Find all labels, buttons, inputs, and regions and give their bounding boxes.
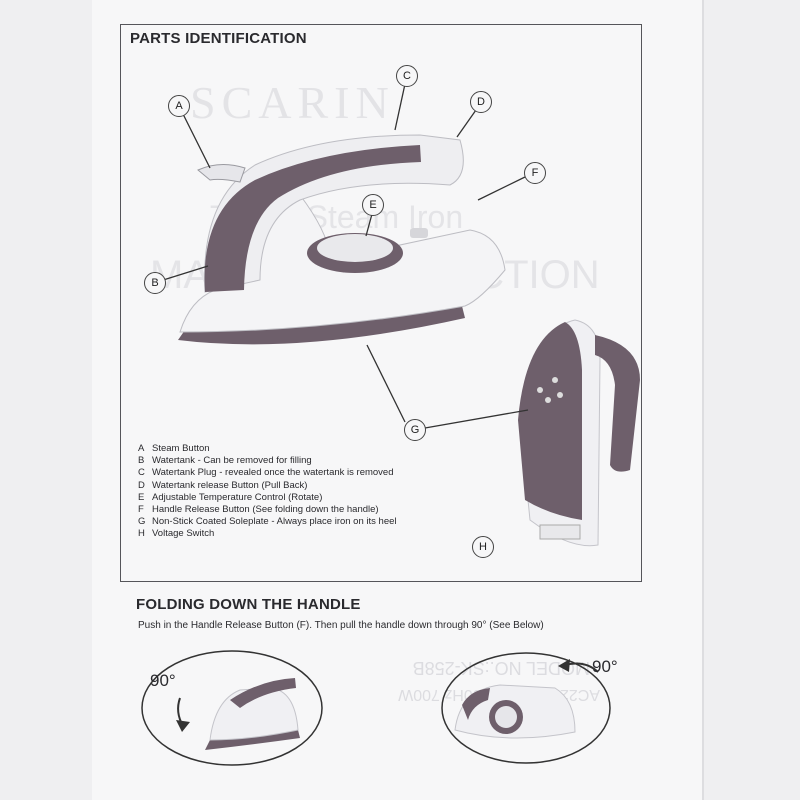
fold-left-illustration	[141, 650, 323, 766]
fold-right-ellipse	[441, 652, 611, 764]
callout-d: D	[470, 91, 492, 113]
leader-line-g2	[424, 409, 529, 429]
manual-page	[92, 0, 704, 800]
legend-row-c: C Watertank Plug - revealed once the wate…	[138, 467, 468, 479]
steam-hole	[537, 387, 543, 393]
legend-letter: F	[138, 504, 144, 516]
angle-left-label: 90°	[150, 671, 176, 690]
legend-letter: B	[138, 455, 145, 467]
watermark-brand: SCARIN	[190, 77, 395, 128]
callout-c: C	[396, 65, 418, 87]
legend-text: Watertank - Can be removed for filling	[152, 455, 312, 467]
legend-row-g: G Non-Stick Coated Soleplate - Always pla…	[138, 516, 468, 528]
fold-right-handle	[462, 688, 490, 720]
steam-button-shape	[197, 164, 246, 183]
angle-right-label: 90°	[592, 657, 618, 676]
leader-line-b	[159, 265, 209, 282]
legend-text: Voltage Switch	[152, 528, 215, 540]
watertank-shape	[204, 145, 421, 292]
fold-left-arrowhead	[176, 720, 190, 732]
legend-text: Non-Stick Coated Soleplate - Always plac…	[152, 516, 397, 528]
callout-b: B	[144, 272, 166, 294]
callout-h: H	[472, 536, 494, 558]
leader-line-a	[182, 113, 211, 169]
iron-heel-illustration	[518, 319, 640, 547]
legend-row-d: D Watertank release Button (Pull Back)	[138, 480, 468, 492]
legend-row-h: H Voltage Switch	[138, 528, 468, 540]
heel-handle-shape	[595, 335, 640, 472]
steam-hole	[545, 397, 551, 403]
legend-text: Steam Button	[152, 443, 210, 454]
legend-text: Handle Release Button (See folding down …	[152, 504, 379, 516]
legend-letter: H	[138, 528, 145, 540]
callout-e: E	[362, 194, 384, 216]
watermark-model: MODEL NO.:SK-258B	[413, 658, 590, 678]
parts-legend: A Steam Button B Watertank - Can be remove…	[138, 443, 468, 541]
legend-letter: G	[138, 516, 146, 528]
temperature-dial-face	[317, 234, 393, 262]
legend-letter: A	[138, 443, 145, 454]
fold-right-illustration	[441, 652, 611, 764]
legend-text: Adjustable Temperature Control (Rotate)	[152, 491, 323, 503]
legend-row-f: F Handle Release Button (See folding down…	[138, 504, 468, 516]
callout-f: F	[524, 162, 546, 184]
folding-instruction: Push in the Handle Release Button (F). T…	[138, 620, 544, 631]
fold-left-soleplate	[205, 730, 300, 750]
parts-identification-box	[120, 24, 642, 582]
handle-release-shape	[410, 228, 428, 238]
steam-hole	[557, 392, 563, 398]
fold-left-handle	[230, 678, 296, 708]
legend-letter: C	[138, 467, 145, 479]
legend-row-e: E Adjustable Temperature Control (Rotate)	[138, 492, 468, 504]
iron-illustration	[178, 134, 506, 345]
fold-right-dial	[495, 706, 517, 728]
legend-letter: D	[138, 479, 145, 491]
legend-text: Watertank release Button (Pull Back)	[152, 479, 308, 491]
legend-letter: E	[138, 491, 145, 503]
steam-hole	[552, 377, 558, 383]
legend-row-b: B Watertank - Can be removed for filling	[138, 455, 468, 467]
callout-a: A	[168, 95, 190, 117]
voltage-switch-shape	[539, 524, 581, 540]
leader-lines	[159, 83, 529, 429]
leader-line-g1	[366, 344, 406, 423]
callout-g: G	[404, 419, 426, 441]
leader-line-c	[394, 83, 406, 131]
legend-text: Watertank Plug - revealed once the water…	[152, 467, 394, 479]
leader-line-e	[365, 213, 373, 237]
leader-line-d	[456, 109, 477, 138]
heel-soleplate-shape	[518, 322, 582, 520]
fold-right-arrowhead	[558, 659, 570, 672]
fold-left-ellipse	[141, 650, 323, 766]
parts-identification-title: PARTS IDENTIFICATION	[130, 30, 307, 47]
folding-section-title: FOLDING DOWN THE HANDLE	[136, 596, 361, 613]
leader-line-f	[477, 176, 526, 201]
legend-row-a: A Steam Button	[138, 443, 468, 455]
